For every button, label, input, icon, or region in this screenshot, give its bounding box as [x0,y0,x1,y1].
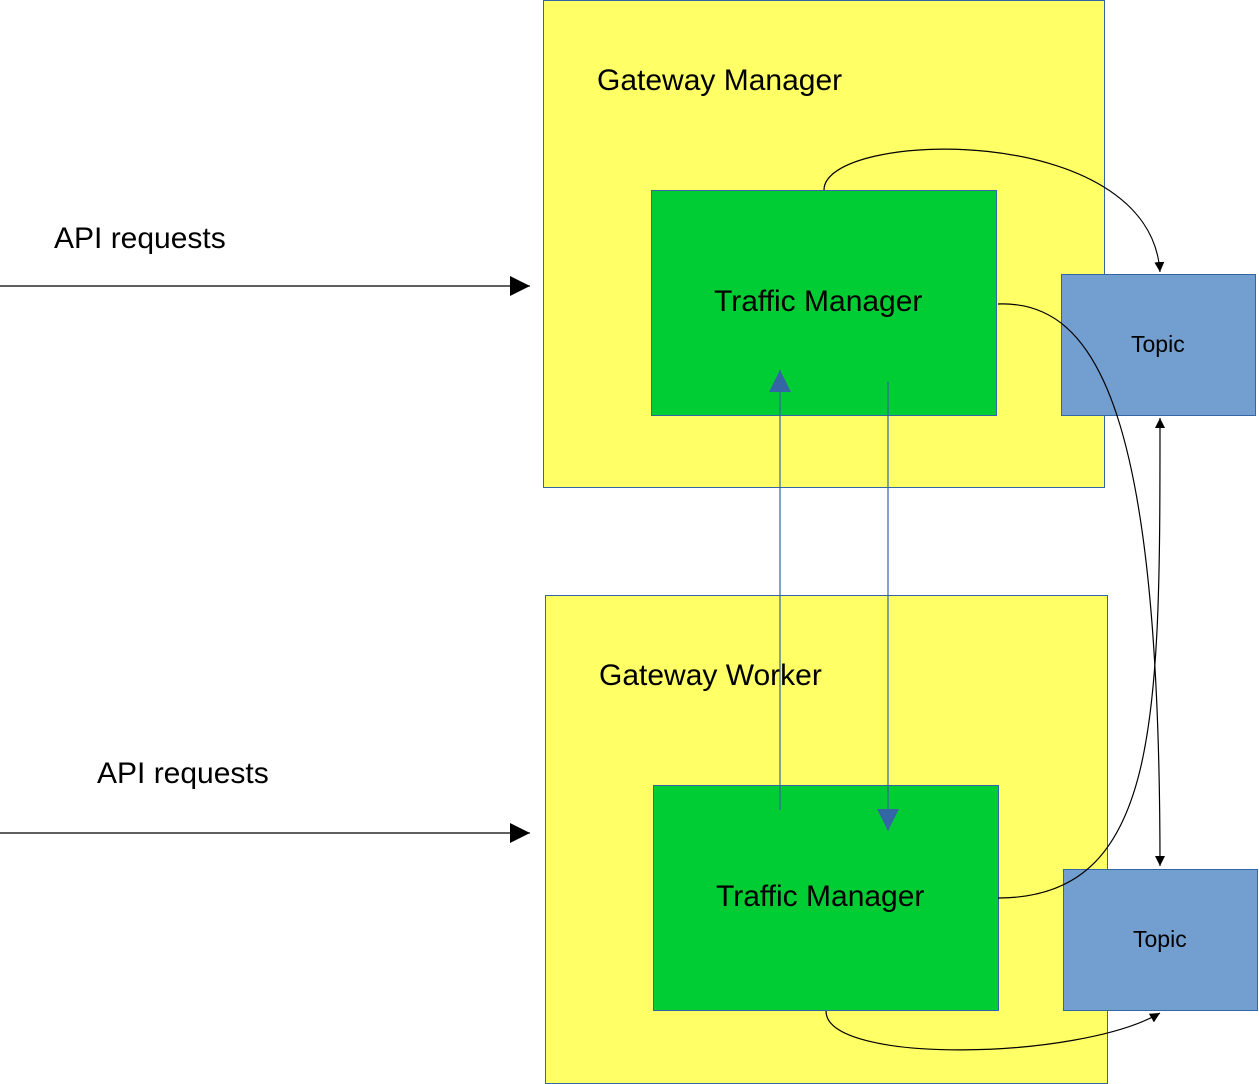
manager-publish-curve [823,148,1165,273]
gateway-manager-title: Gateway Manager [597,64,843,97]
worker-to-manager-topic-curve [997,417,1165,899]
worker-topic-box [1063,869,1258,1011]
worker-api-requests-label: API requests [97,757,269,790]
worker-topic-label: Topic [1133,926,1187,952]
manager-api-requests-label: API requests [54,222,226,255]
gateway-worker-title: Gateway Worker [599,659,822,692]
manager-to-worker-topic-curve [997,303,1165,867]
manager-traffic-manager-label: Traffic Manager [714,285,923,318]
manager-topic-box [1061,274,1256,416]
worker-traffic-manager-box [653,785,999,1011]
worker-publish-curve [825,1010,1161,1051]
manager-topic-label: Topic [1131,331,1185,357]
worker-traffic-manager-label: Traffic Manager [716,880,925,913]
manager-traffic-manager-box [651,190,997,416]
